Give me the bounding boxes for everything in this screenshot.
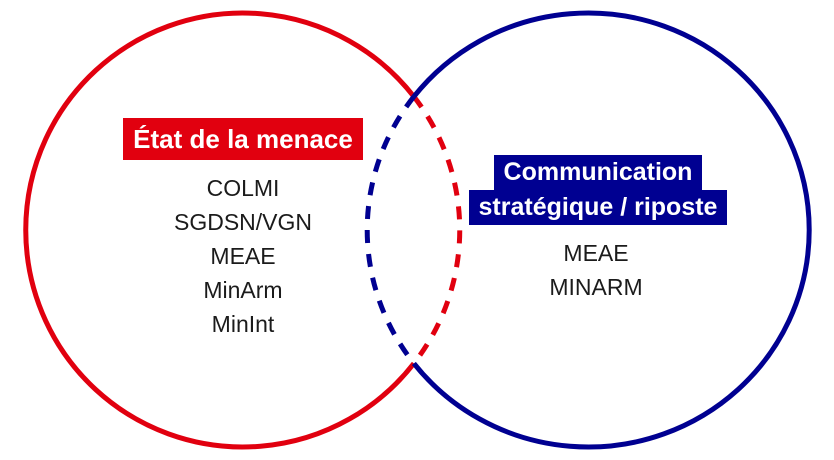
red-circle-dashed-arc <box>411 95 463 365</box>
right-set-label-line1: Communication <box>493 155 703 190</box>
list-item: MINARM <box>549 274 643 300</box>
right-set-label: Communication stratégique / riposte <box>448 155 748 225</box>
right-set-label-line2-row: stratégique / riposte <box>448 190 748 225</box>
list-item: MEAE <box>210 243 276 269</box>
list-item: COLMI <box>206 175 280 201</box>
red-circle-solid-arc <box>23 10 416 450</box>
blue-circle-dashed-arc <box>364 95 416 365</box>
right-set-label-line1-row: Communication <box>448 155 748 190</box>
right-set-items: MEAE MINARM <box>446 236 746 304</box>
list-item: MEAE <box>563 240 629 266</box>
list-item: SGDSN/VGN <box>173 209 313 235</box>
blue-circle-solid-arc <box>411 10 812 450</box>
left-set-label: État de la menace <box>123 118 363 160</box>
right-set-label-line2: stratégique / riposte <box>468 190 728 225</box>
list-item: MinInt <box>211 311 275 337</box>
list-item: MinArm <box>203 277 283 303</box>
left-set-items: COLMI SGDSN/VGN MEAE MinArm MinInt <box>93 171 393 341</box>
